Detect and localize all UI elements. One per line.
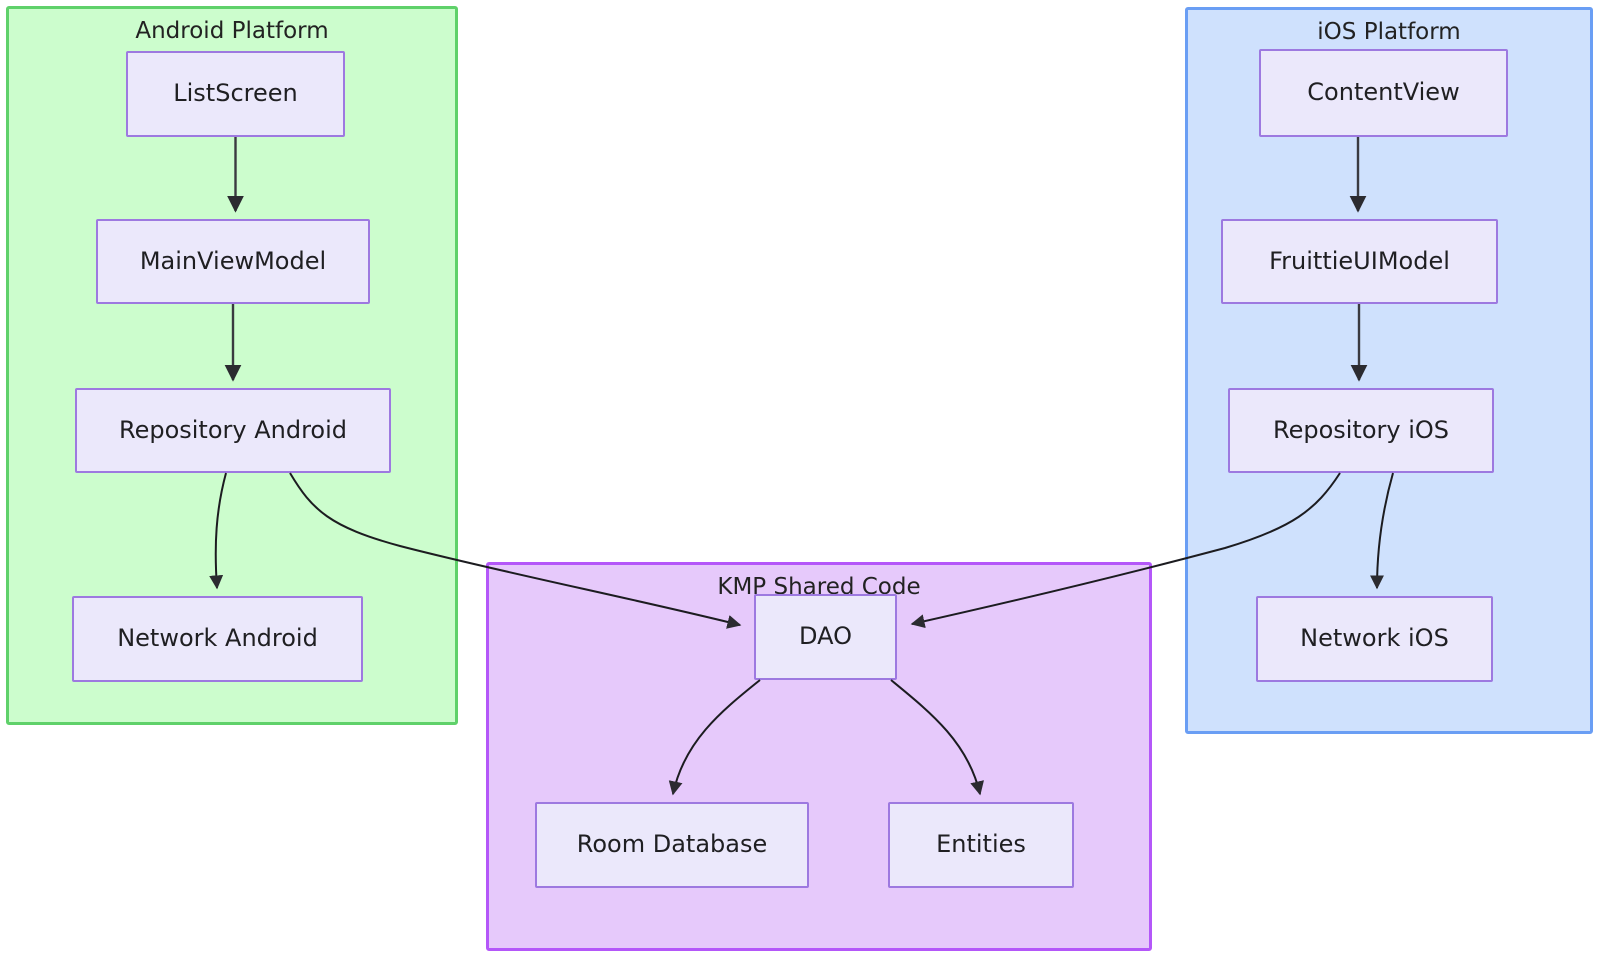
node-label-network-ios: Network iOS [1300,624,1449,653]
subgraph-title-ios: iOS Platform [1317,19,1461,45]
node-entities[interactable]: Entities [888,802,1074,888]
node-network-android[interactable]: Network Android [72,596,363,682]
node-repository-android[interactable]: Repository Android [75,388,391,473]
node-label-dao: DAO [799,622,852,651]
node-repository-ios[interactable]: Repository iOS [1228,388,1494,473]
node-network-ios[interactable]: Network iOS [1256,596,1493,682]
node-label-repository-ios: Repository iOS [1272,415,1450,444]
node-label-listscreen: ListScreen [173,79,298,108]
node-listscreen[interactable]: ListScreen [126,51,345,137]
node-label-repository-android: Repository Android [118,415,348,444]
node-label-fruittieuimodel: FruittieUIModel [1269,246,1450,275]
node-label-room-database: Room Database [576,830,768,859]
node-label-contentview: ContentView [1307,78,1460,107]
node-dao[interactable]: DAO [754,594,897,680]
node-room-database[interactable]: Room Database [535,802,809,888]
node-label-network-android: Network Android [117,624,318,653]
node-label-entities: Entities [936,830,1026,859]
node-contentview[interactable]: ContentView [1259,49,1508,137]
node-label-mainviewmodel: MainViewModel [139,246,327,275]
subgraph-title-android: Android Platform [135,18,329,44]
node-fruittieuimodel[interactable]: FruittieUIModel [1221,219,1498,304]
node-mainviewmodel[interactable]: MainViewModel [96,219,370,304]
